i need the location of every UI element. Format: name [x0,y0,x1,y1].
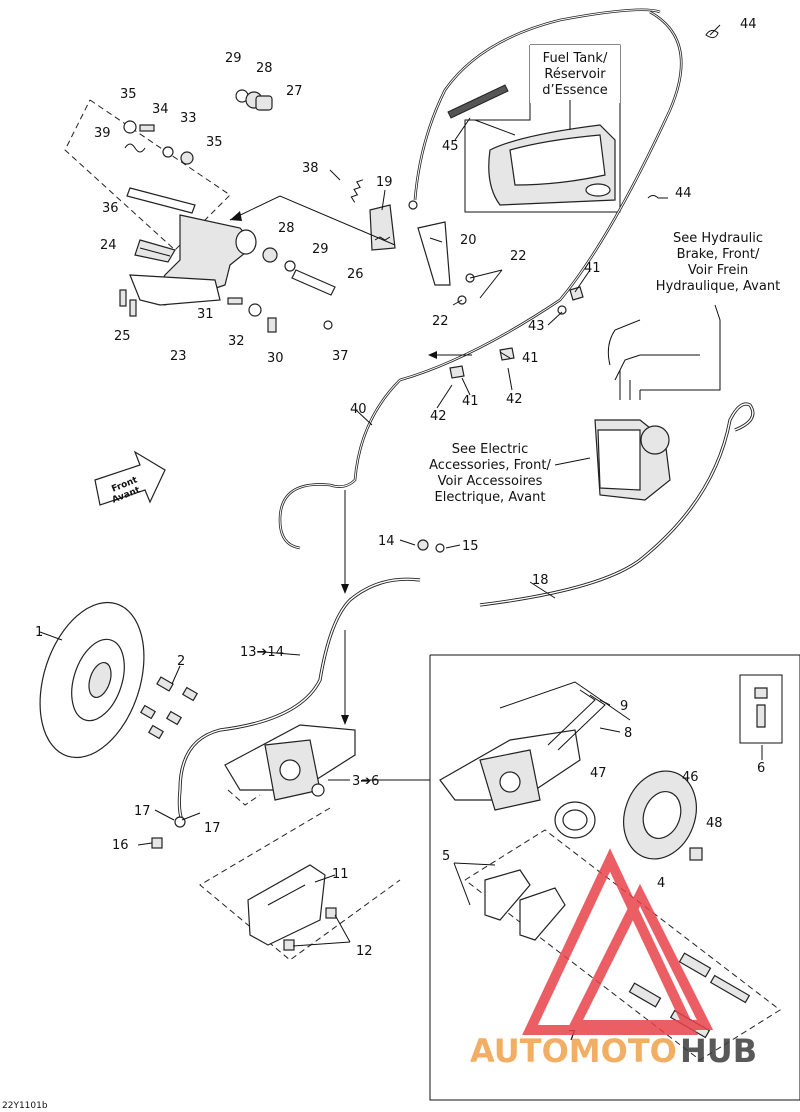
callout-36: 36 [102,201,119,216]
callout-35a: 35 [120,87,137,102]
callout-2: 2 [177,654,185,669]
hydraulic-brake-note: See Hydraulic Brake, Front/ Voir Frein H… [656,231,780,294]
callout-17b: 17 [204,821,221,836]
callout-32: 32 [228,334,245,349]
hydraulic-note-line2: Brake, Front/ [677,247,760,262]
callout-8: 8 [624,726,632,741]
callout-22a: 22 [510,249,527,264]
callout-44b: 44 [675,186,692,201]
callout-5: 5 [442,849,450,864]
callout-6: 6 [757,761,765,776]
callout-37: 37 [332,349,349,364]
callout-28b: 28 [278,221,295,236]
callout-41a: 41 [584,261,601,276]
watermark-text-primary: AUTOMOTO [470,1032,677,1070]
electric-note-line4: Electrique, Avant [435,490,546,505]
watermark-text-secondary: HUB [680,1032,757,1070]
callout-48: 48 [706,816,723,831]
hydraulic-note-line4: Hydraulique, Avant [656,279,780,294]
callout-20: 20 [460,233,477,248]
fuel-tank-note-line2: Réservoir [544,67,606,82]
callout-43: 43 [528,319,545,334]
callout-16: 16 [112,838,129,853]
leader-lines [39,24,763,947]
caliper-detail-box [362,654,800,1101]
callout-41b: 41 [522,351,539,366]
callout-28a: 28 [256,61,273,76]
brake-disc [39,601,145,759]
figure-code: 22Y1101b [2,1101,48,1111]
fuel-tank-note-line1: Fuel Tank/ [543,51,608,66]
callout-42b: 42 [506,392,523,407]
callout-25: 25 [114,329,131,344]
parking-brake-cable [278,8,719,594]
callout-44a: 44 [740,17,757,32]
fuel-tank-detail: Fuel Tank/ Réservoir d’Essence [447,44,621,213]
callout-35b: 35 [206,135,223,150]
callout-30: 30 [267,351,284,366]
callout-13-14: 13➔14 [240,645,284,660]
callout-39: 39 [94,126,111,141]
fuel-tank-note-line3: d’Essence [542,83,608,98]
disc-bolts [139,676,199,740]
callout-46: 46 [682,770,699,785]
callout-23: 23 [170,349,187,364]
callout-4: 4 [657,876,665,891]
automotohub-watermark: AUTOMOTO HUB [470,848,757,1070]
callout-41c: 41 [462,394,479,409]
callout-3-6: 3➔6 [352,774,379,789]
electric-note-line3: Voir Accessoires [438,474,543,489]
callout-17a: 17 [134,804,151,819]
callout-9: 9 [620,699,628,714]
callout-24: 24 [100,238,117,253]
callout-38: 38 [302,161,319,176]
front-direction-arrow: Front Avant [94,450,166,506]
hydraulic-note-line3: Voir Frein [688,263,748,278]
callout-45: 45 [442,139,459,154]
electric-note-line1: See Electric [452,442,529,457]
abs-module [479,304,755,607]
callout-labels: 1 2 3➔6 4 5 6 7 8 9 11 12 13➔14 14 15 16… [35,17,765,1044]
electric-accessories-note: See Electric Accessories, Front/ Voir Ac… [429,442,591,505]
brake-hose [151,539,445,849]
callout-18: 18 [532,573,549,588]
callout-40: 40 [350,402,367,417]
callout-47: 47 [590,766,607,781]
callout-26: 26 [347,267,364,282]
callout-29a: 29 [225,51,242,66]
callout-33: 33 [180,111,197,126]
callout-14: 14 [378,534,395,549]
electric-note-line2: Accessories, Front/ [429,458,551,473]
callout-42a: 42 [430,409,447,424]
callout-34: 34 [152,102,169,117]
callout-22b: 22 [432,314,449,329]
callout-1: 1 [35,625,43,640]
callout-12: 12 [356,944,373,959]
callout-19: 19 [376,175,393,190]
callout-31: 31 [197,307,214,322]
callout-15: 15 [462,539,479,554]
brake-caliper-assembly [224,724,356,806]
callout-11: 11 [332,867,349,882]
brake-pedal-assembly [64,89,475,333]
callout-29b: 29 [312,242,329,257]
caliper-bracket-plate [199,807,401,961]
callout-27: 27 [286,84,303,99]
hydraulic-note-line1: See Hydraulic [673,231,763,246]
callout-7: 7 [568,1029,576,1044]
